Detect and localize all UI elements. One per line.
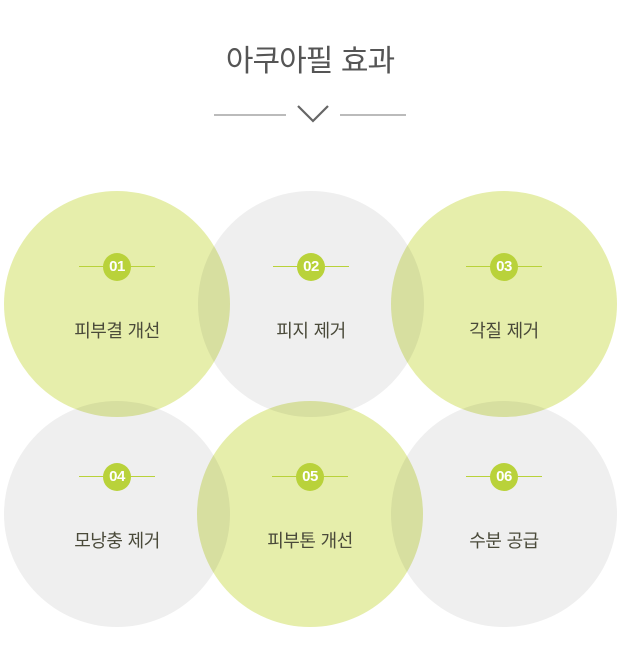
effect-circle-2 xyxy=(198,191,424,417)
effect-item-2: 02 피지 제거 xyxy=(198,191,424,417)
title-divider xyxy=(214,105,406,123)
effect-number-badge: 03 xyxy=(490,253,518,281)
effect-number-badge: 05 xyxy=(296,463,324,491)
effect-item-6: 06 수분 공급 xyxy=(391,401,617,627)
effect-item-1: 01 피부결 개선 xyxy=(4,191,230,417)
effect-label: 수분 공급 xyxy=(469,531,539,552)
effect-badge-row: 04 xyxy=(4,463,230,491)
effect-badge-row: 02 xyxy=(198,253,424,281)
effect-label: 모낭충 제거 xyxy=(74,531,160,552)
effect-circle-5 xyxy=(197,401,423,627)
effect-badge-row: 06 xyxy=(391,463,617,491)
effect-badge-row: 03 xyxy=(391,253,617,281)
effect-item-5: 05 피부톤 개선 xyxy=(197,401,423,627)
effect-item-3: 03 각질 제거 xyxy=(391,191,617,417)
effect-label: 피부결 개선 xyxy=(74,321,160,342)
effect-badge-row: 01 xyxy=(4,253,230,281)
chevron-down-icon xyxy=(297,105,329,123)
effect-circle-4 xyxy=(4,401,230,627)
effect-number-badge: 01 xyxy=(103,253,131,281)
effect-label: 피부톤 개선 xyxy=(267,531,353,552)
effect-number-badge: 02 xyxy=(297,253,325,281)
effect-label: 각질 제거 xyxy=(469,321,539,342)
page-title: 아쿠아필 효과 xyxy=(225,44,395,79)
effect-number-badge: 06 xyxy=(490,463,518,491)
effect-circle-3 xyxy=(391,191,617,417)
effect-badge-row: 05 xyxy=(197,463,423,491)
effect-label: 피지 제거 xyxy=(276,321,346,342)
effect-circle-6 xyxy=(391,401,617,627)
effect-number-badge: 04 xyxy=(103,463,131,491)
effect-circle-1 xyxy=(4,191,230,417)
effect-item-4: 04 모낭충 제거 xyxy=(4,401,230,627)
